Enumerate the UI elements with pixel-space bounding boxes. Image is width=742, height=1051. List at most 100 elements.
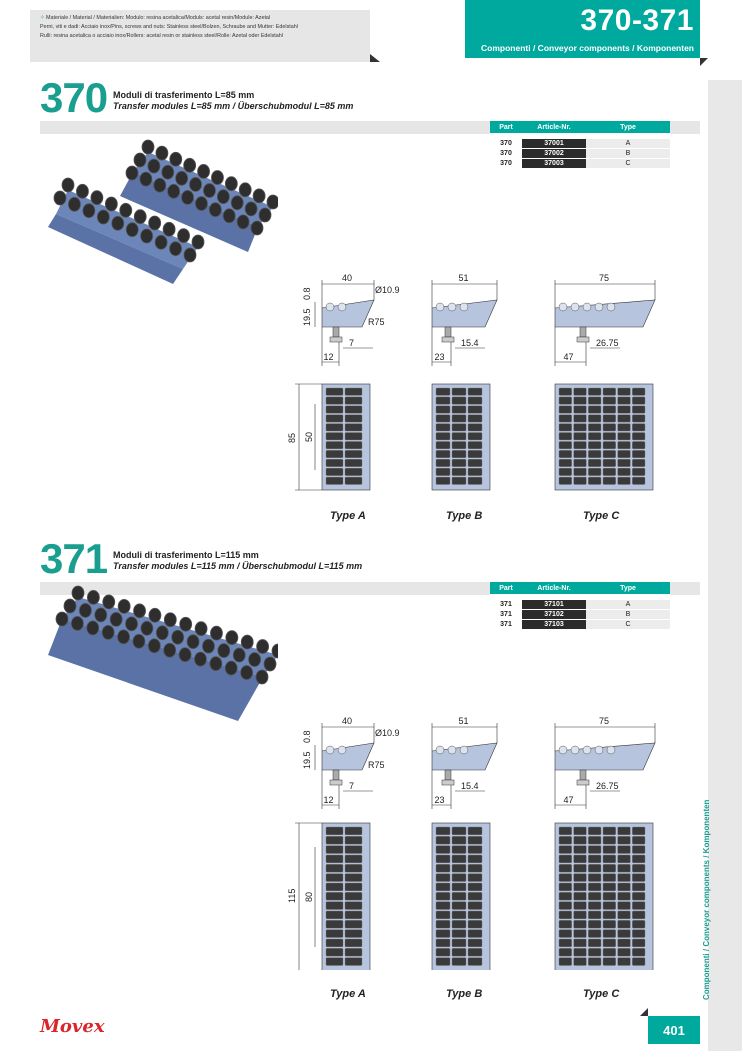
roller bbox=[183, 157, 197, 173]
roller bbox=[76, 183, 89, 199]
roller bbox=[90, 190, 104, 206]
roller bbox=[148, 607, 162, 623]
roller bbox=[186, 634, 200, 650]
dimension-label: 40 bbox=[342, 716, 352, 726]
roller bbox=[240, 634, 254, 650]
roller bbox=[132, 633, 146, 649]
dimension-label: 15.4 bbox=[461, 781, 479, 791]
dimension-label: 12 bbox=[324, 352, 334, 362]
type-label: Type B bbox=[446, 510, 483, 522]
dimension-label: 23 bbox=[435, 795, 445, 805]
roller bbox=[125, 165, 139, 181]
header-banner: 370-371 Componenti / Conveyor components… bbox=[465, 0, 708, 66]
dimension-label: 23 bbox=[435, 352, 445, 362]
dimension-label: 75 bbox=[599, 716, 609, 726]
roller bbox=[210, 625, 223, 641]
roller bbox=[161, 164, 175, 180]
dimension-label: 7 bbox=[349, 338, 354, 348]
roller bbox=[178, 647, 192, 663]
top-view bbox=[431, 383, 491, 491]
dimension-label: 51 bbox=[459, 273, 469, 283]
technical-drawing: 40127512315.4754726.75Ø10.9R750.819.5115… bbox=[287, 716, 656, 970]
roller bbox=[133, 152, 147, 168]
roller bbox=[94, 607, 108, 623]
roller bbox=[163, 612, 177, 628]
roller bbox=[141, 139, 155, 155]
section-title-en: Transfer modules L=115 mm / Überschubmod… bbox=[113, 561, 363, 571]
type-label: Type C bbox=[583, 988, 620, 1000]
roller bbox=[194, 651, 207, 667]
roller bbox=[232, 647, 246, 663]
roller bbox=[117, 629, 130, 645]
roller bbox=[86, 590, 100, 605]
roller bbox=[119, 202, 133, 218]
roller bbox=[255, 669, 269, 685]
roller bbox=[111, 215, 125, 231]
dimension-label: 75 bbox=[599, 273, 609, 283]
roller bbox=[104, 196, 118, 212]
top-view bbox=[431, 822, 491, 970]
roller bbox=[248, 652, 262, 667]
roller bbox=[155, 145, 169, 161]
roller bbox=[224, 176, 238, 192]
roller bbox=[236, 214, 250, 230]
dimension-label: R75 bbox=[368, 317, 385, 327]
section-title-it: Moduli di trasferimento L=115 mm bbox=[113, 550, 259, 560]
roller bbox=[155, 625, 169, 641]
roller bbox=[266, 194, 278, 210]
roller bbox=[252, 188, 266, 204]
materials-text: ⁘ Materiale / Material / Materialien: Mo… bbox=[40, 14, 365, 41]
roller bbox=[202, 638, 215, 654]
brand-logo: Movex bbox=[40, 1016, 105, 1037]
type-label: Type B bbox=[446, 988, 483, 1000]
roller bbox=[71, 585, 85, 601]
side-label: Componenti / Conveyor components / Kompo… bbox=[702, 799, 711, 1000]
materials-icon: ⁘ bbox=[40, 15, 47, 21]
materials-line-2: Perni, viti e dadi: Acciaio inox/Pins, s… bbox=[40, 24, 298, 30]
dimension-label: R75 bbox=[368, 760, 385, 770]
side-profile bbox=[554, 742, 656, 786]
section-number: 370 bbox=[40, 74, 108, 121]
roller bbox=[101, 624, 115, 640]
side-profile bbox=[321, 299, 375, 343]
roller bbox=[125, 222, 139, 238]
dimension-label: 7 bbox=[349, 781, 354, 791]
col-type: Type bbox=[586, 121, 670, 133]
product-image bbox=[48, 585, 278, 721]
dimension-label: 47 bbox=[564, 795, 574, 805]
roller bbox=[225, 630, 239, 646]
roller bbox=[256, 639, 270, 654]
roller bbox=[169, 241, 182, 257]
dimension-label: 15.4 bbox=[461, 338, 479, 348]
roller bbox=[195, 196, 208, 211]
roller bbox=[203, 183, 216, 198]
roller bbox=[153, 177, 167, 193]
roller bbox=[109, 611, 123, 627]
side-profile bbox=[321, 742, 375, 786]
roller bbox=[238, 182, 252, 198]
side-profile bbox=[554, 299, 656, 343]
roller bbox=[189, 177, 202, 192]
dimension-label: 26.75 bbox=[596, 338, 619, 348]
roller bbox=[197, 164, 210, 179]
section-title-en: Transfer modules L=85 mm / Überschubmodu… bbox=[113, 101, 354, 111]
roller bbox=[96, 209, 110, 225]
dimension-label: Ø10.9 bbox=[375, 285, 400, 295]
dimension-label: 0.8 bbox=[302, 287, 312, 300]
roller bbox=[102, 594, 116, 610]
section-title: Moduli di trasferimento L=85 mm Transfer… bbox=[113, 90, 353, 112]
roller bbox=[209, 656, 223, 672]
section-number: 371 bbox=[40, 535, 108, 582]
roller bbox=[70, 616, 84, 631]
roller bbox=[139, 171, 153, 187]
dimension-label: 26.75 bbox=[596, 781, 619, 791]
roller bbox=[222, 208, 236, 224]
top-view bbox=[321, 822, 371, 970]
section-title: Moduli di trasferimento L=115 mm Transfe… bbox=[113, 550, 362, 572]
col-article: Article-Nr. bbox=[522, 121, 586, 133]
roller bbox=[140, 620, 154, 636]
